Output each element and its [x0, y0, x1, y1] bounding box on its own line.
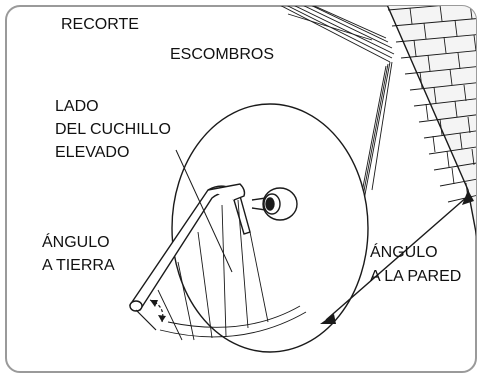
debris-streaks	[269, 6, 395, 225]
label-angulo-tierra-line1: ÁNGULO	[42, 234, 110, 251]
wall-angle-arrow	[320, 190, 474, 324]
label-angulo-pared-line1: ÁNGULO	[370, 244, 438, 261]
label-angulo-tierra-line2: A TIERRA	[42, 257, 115, 274]
blade-disc	[171, 103, 369, 353]
blade-hub	[251, 187, 298, 221]
lado-leader-line	[175, 149, 233, 273]
diagram-content	[128, 6, 476, 353]
label-recorte: RECORTE	[61, 16, 139, 33]
label-lado-line1: LADO	[55, 98, 99, 115]
label-escombros: ESCOMBROS	[170, 46, 275, 63]
blade-guard	[128, 183, 251, 312]
ground-angle-indicator	[135, 299, 166, 331]
brick-wall	[383, 6, 476, 271]
label-angulo-pared-line2: A LA PARED	[370, 268, 462, 285]
guard-ribs	[157, 199, 307, 341]
label-lado-line2: DEL CUCHILLO	[55, 121, 171, 138]
label-lado-line3: ELEVADO	[55, 144, 130, 161]
